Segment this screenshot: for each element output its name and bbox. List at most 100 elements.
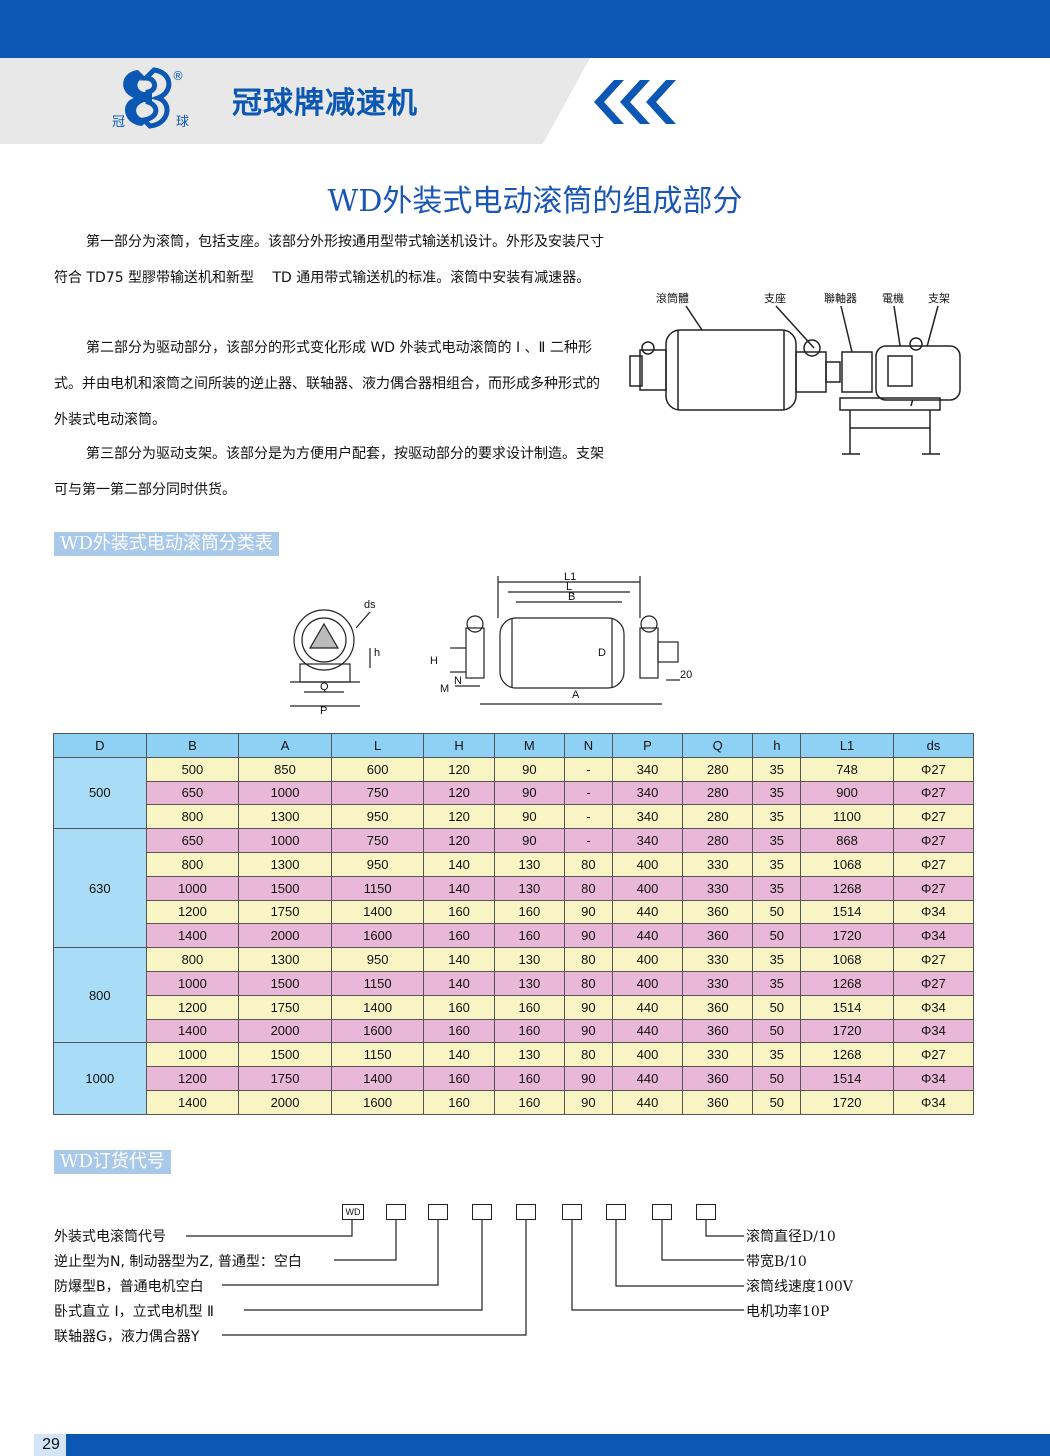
- logo-text-right: 球: [176, 115, 189, 130]
- table-cell: 1068: [800, 947, 894, 972]
- table-cell: 1500: [238, 875, 332, 901]
- table-cell: 950: [330, 851, 425, 877]
- dim-label-a: A: [572, 689, 580, 701]
- table-cell: 280: [682, 804, 754, 830]
- table-cell: 140: [423, 851, 495, 877]
- column-header-n: N: [563, 733, 613, 758]
- table-cell: 35: [752, 1042, 802, 1068]
- table-cell: 1400: [145, 1018, 240, 1044]
- table-cell: 120: [423, 828, 495, 853]
- table-cell: 800: [145, 947, 240, 972]
- order-label-coupling: 联轴器G，液力偶合器Y: [54, 1329, 200, 1345]
- table-cell: 750: [330, 780, 425, 806]
- table-cell: 1268: [800, 875, 894, 901]
- column-header-h: h: [752, 733, 802, 758]
- table-cell: 160: [493, 1018, 565, 1044]
- table-cell: Φ34: [892, 1089, 975, 1115]
- table-cell: 280: [682, 756, 754, 782]
- table-cell: 120: [423, 780, 495, 806]
- dim-label-l: L: [566, 581, 572, 593]
- page-number: 29: [34, 1434, 68, 1456]
- order-code-connector-lines: [186, 1220, 744, 1336]
- table-cell: Φ27: [892, 970, 975, 996]
- table-cell: 1400: [145, 1089, 240, 1115]
- table-cell: -: [563, 756, 613, 782]
- table-cell: 400: [611, 851, 684, 877]
- paragraph-3: 第三部分为驱动支架。该部分是为方便用户配套，按驱动部分的要求设计制造。支架可与第…: [54, 446, 604, 498]
- table-cell: 1400: [330, 899, 425, 925]
- table-cell: 50: [752, 994, 802, 1020]
- table-cell: Φ34: [892, 923, 975, 949]
- order-code-box-2: [428, 1204, 448, 1220]
- table-cell: 1300: [238, 851, 332, 877]
- table-cell: 160: [423, 899, 495, 925]
- header-grey-panel: [0, 58, 590, 144]
- table-cell: 1268: [800, 970, 894, 996]
- table-cell: 50: [752, 899, 802, 925]
- table-cell: 1500: [238, 1042, 332, 1068]
- label-drum-body: 滾筒體: [656, 291, 689, 305]
- label-support: 支座: [764, 291, 786, 305]
- table-cell: 650: [145, 780, 240, 806]
- brand-name: 冠球牌减速机: [232, 86, 418, 121]
- order-label-code: 外装式电滚筒代号: [54, 1229, 166, 1245]
- table-cell: 360: [682, 1066, 754, 1091]
- order-code-box-1: [386, 1204, 406, 1220]
- table-cell: 80: [563, 875, 613, 901]
- table-cell: 800: [145, 851, 240, 877]
- table-cell-d: 800: [53, 947, 147, 1044]
- table-cell: 330: [682, 970, 754, 996]
- table-cell: 1720: [800, 1018, 894, 1044]
- table-cell: 35: [752, 756, 802, 782]
- table-cell: 360: [682, 923, 754, 949]
- table-cell: 1000: [238, 828, 332, 853]
- table-cell: 90: [563, 923, 613, 949]
- table-cell: 90: [493, 780, 565, 806]
- table-cell: Φ27: [892, 851, 975, 877]
- label-coupling: 聯軸器: [824, 291, 857, 305]
- table-cell: 330: [682, 1042, 754, 1068]
- order-code-box-3: [472, 1204, 492, 1220]
- logo-text-left: 冠: [112, 115, 125, 130]
- table-cell: -: [563, 828, 613, 853]
- table-cell: 1514: [800, 899, 894, 925]
- table-cell: 1600: [330, 923, 425, 949]
- order-code-prefix-box: WD: [342, 1204, 364, 1220]
- order-code-box-8: [696, 1204, 716, 1220]
- table-cell: 330: [682, 875, 754, 901]
- table-cell: 440: [611, 1066, 684, 1091]
- paragraph-2: 第二部分为驱动部分，该部分的形式变化形成 WD 外装式电动滚筒的 Ⅰ 、Ⅱ 二种…: [54, 340, 600, 428]
- table-cell: 400: [611, 875, 684, 901]
- order-code-box-6: [606, 1204, 626, 1220]
- table-cell: 1268: [800, 1042, 894, 1068]
- table-cell: Φ27: [892, 947, 975, 972]
- table-cell: 868: [800, 828, 894, 853]
- table-cell: Φ27: [892, 828, 975, 853]
- table-cell: 900: [800, 780, 894, 806]
- column-header-b: B: [145, 733, 240, 758]
- table-cell: Φ27: [892, 875, 975, 901]
- table-cell: 160: [493, 923, 565, 949]
- dim-label-l1: L1: [564, 571, 576, 583]
- table-cell: 80: [563, 851, 613, 877]
- table-cell: 1750: [238, 994, 332, 1020]
- dim-label-d: D: [598, 647, 606, 659]
- table-cell: 120: [423, 756, 495, 782]
- table-cell: 950: [330, 947, 425, 972]
- order-label-explosion-proof: 防爆型B，普通电机空白: [54, 1279, 204, 1295]
- table-cell: 440: [611, 1089, 684, 1115]
- paragraph-1: 第一部分为滚筒，包括支座。该部分外形按通用型带式输送机设计。外形及安装尺寸符合 …: [54, 234, 604, 286]
- table-cell: Φ34: [892, 899, 975, 925]
- table-cell: 140: [423, 970, 495, 996]
- table-cell: 130: [493, 851, 565, 877]
- table-cell: 130: [493, 875, 565, 901]
- table-cell: 160: [423, 1089, 495, 1115]
- table-cell: 280: [682, 828, 754, 853]
- table-cell: 1100: [800, 804, 894, 830]
- logo-registered-mark: ®: [172, 69, 184, 83]
